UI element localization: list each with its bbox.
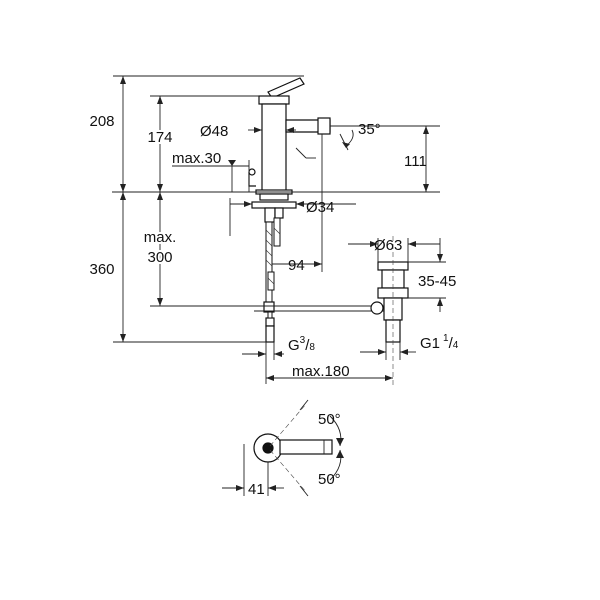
dimension-lines — [113, 75, 446, 384]
dim-top-offset: 41 — [248, 481, 265, 498]
dim-body-diameter: Ø48 — [200, 123, 228, 140]
popup-rod-knob — [248, 168, 256, 176]
faucet-aerator — [317, 117, 331, 135]
dim-lever-max: max.30 — [172, 150, 221, 167]
dim-lever-angle-top: 50° — [318, 411, 341, 428]
dim-spout-reach: 94 — [288, 257, 305, 274]
dim-under-max-value: 300 — [147, 249, 172, 266]
dim-connection-g-num: 3 — [300, 335, 306, 346]
dim-lever-angle-bottom: 50° — [318, 471, 341, 488]
lever-swing-top — [269, 403, 307, 447]
waste-assembly — [370, 236, 409, 385]
faucet-body — [261, 103, 287, 193]
dim-spout-height: 111 — [404, 153, 427, 170]
waste-pivot — [370, 301, 384, 315]
dim-connection-g: G — [288, 337, 300, 354]
dim-spout-angle: 35° — [358, 121, 381, 138]
faucet-top-view — [222, 399, 344, 497]
faucet-cap — [258, 95, 290, 105]
dim-waste-thread-num: 1 — [443, 333, 449, 344]
dim-waste-diameter: Ø63 — [374, 237, 402, 254]
dim-waste-range: 35-45 — [418, 273, 456, 290]
supply-hoses — [263, 217, 281, 343]
dim-body-height: 174 — [147, 129, 172, 146]
dim-under-max-label: max. — [144, 229, 177, 246]
dim-connection-g-den: 8 — [309, 342, 315, 353]
dim-waste-thread: G1 — [420, 335, 440, 352]
dim-connection-thread: G3/8 — [288, 335, 315, 354]
faucet-lever — [267, 77, 305, 99]
hose-connector-bottom — [265, 317, 275, 327]
dim-mount-diameter: Ø34 — [306, 199, 334, 216]
faucet-side-view — [248, 77, 331, 195]
top-view-lever — [279, 439, 333, 455]
dim-under-height: 360 — [89, 261, 114, 278]
hose-connector-top — [263, 301, 275, 313]
dim-total-height: 208 — [89, 113, 114, 130]
lever-swing-bottom — [269, 449, 307, 493]
dim-waste-max: max.180 — [292, 363, 350, 380]
dim-waste-thread-den: 4 — [453, 340, 459, 351]
